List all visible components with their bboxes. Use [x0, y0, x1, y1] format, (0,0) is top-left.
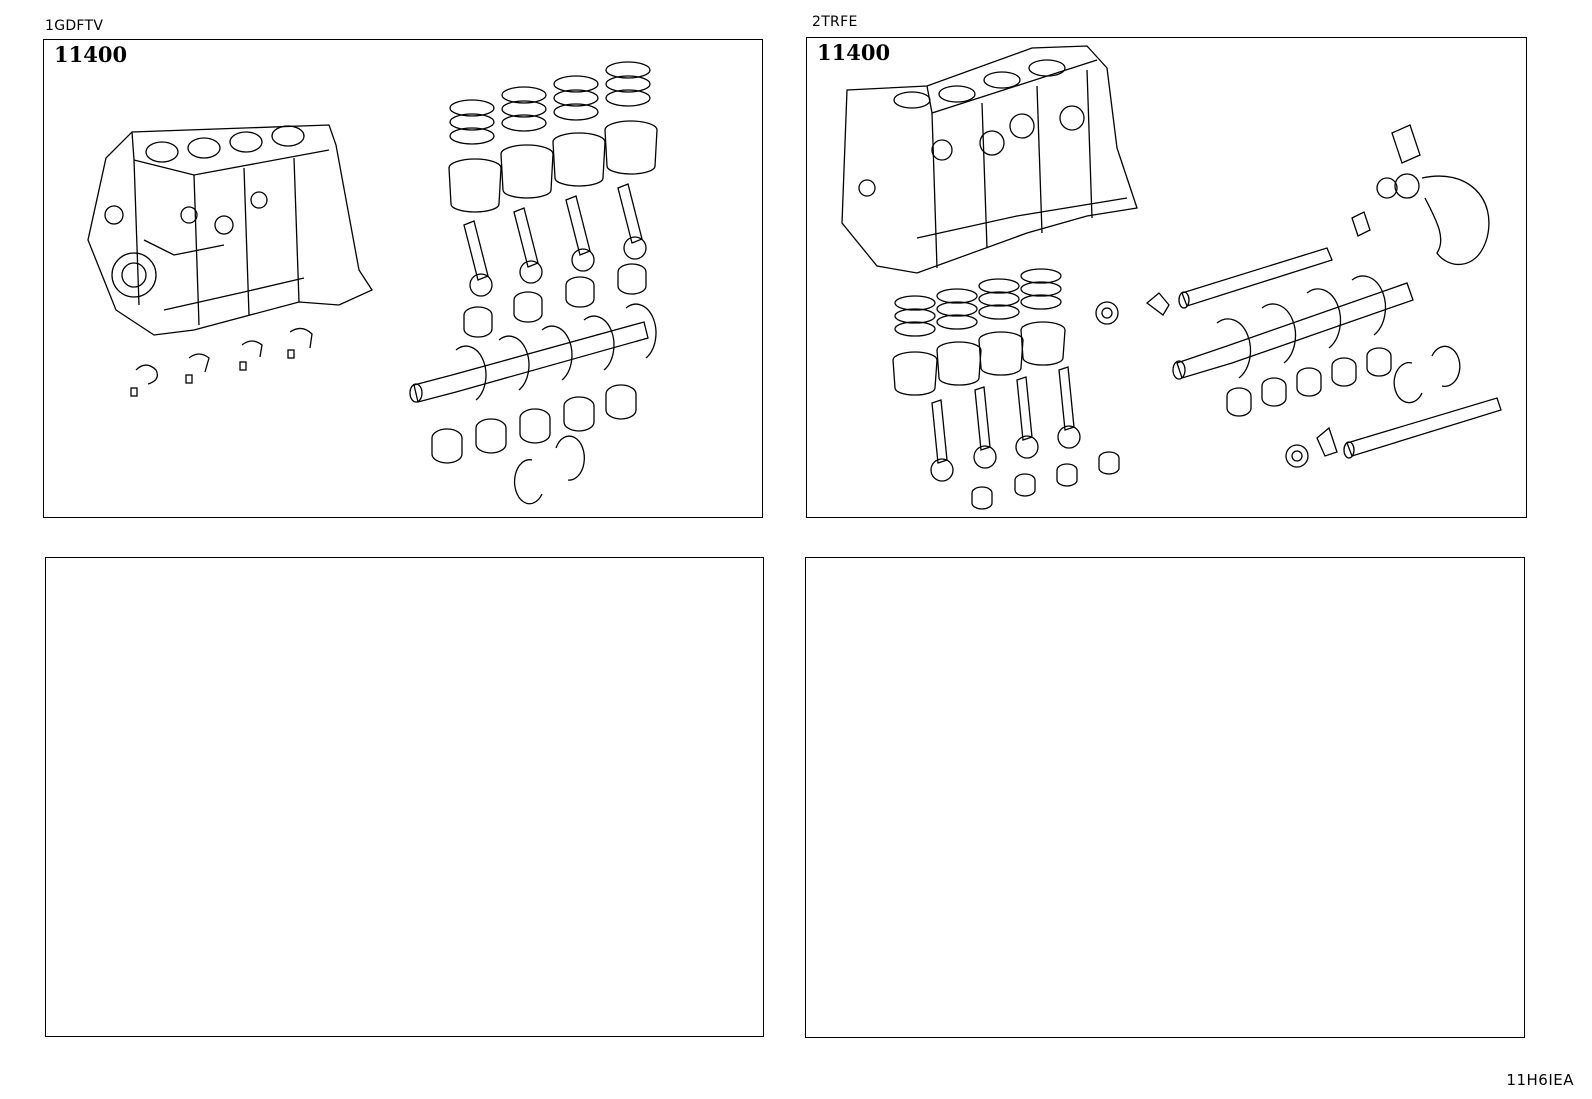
oil-jets-drawing	[130, 327, 313, 397]
connecting-rods-drawing	[930, 366, 1081, 482]
crankshaft-drawing	[409, 303, 657, 403]
engine-label-2trfe: 2TRFE	[812, 14, 858, 30]
page-code: 11H6IEA	[1506, 1071, 1574, 1089]
engine-label-1gdftv: 1GDFTV	[45, 18, 104, 34]
cylinder-block-drawing	[841, 45, 1138, 274]
thrust-washers-drawing	[513, 435, 585, 505]
pistons-drawing	[448, 120, 658, 213]
diagram-panel-1gdftv[interactable]: 11400	[43, 39, 763, 518]
main-bearings-drawing	[1226, 347, 1392, 417]
engine-parts-illustration-2trfe	[841, 45, 1502, 510]
timing-chain-drawing	[1351, 124, 1490, 265]
rod-bearings-drawing	[971, 451, 1120, 510]
main-bearings-drawing	[431, 384, 637, 464]
connecting-rods-drawing	[463, 183, 647, 297]
pistons-drawing	[892, 321, 1066, 396]
part-number[interactable]: 11400	[817, 40, 891, 65]
camshafts-drawing	[1095, 247, 1502, 468]
piston-rings-drawing	[449, 61, 651, 145]
engine-parts-illustration-1gdftv	[87, 61, 658, 505]
cylinder-block-drawing	[87, 124, 373, 336]
crankshaft-drawing	[1172, 275, 1414, 380]
part-number[interactable]: 11400	[54, 42, 128, 67]
piston-rings-drawing	[894, 268, 1062, 337]
empty-diagram-panel-4	[805, 557, 1525, 1038]
empty-diagram-panel-3	[45, 557, 764, 1037]
rod-bearings-drawing	[463, 263, 647, 338]
thrust-washers-drawing	[1393, 345, 1461, 404]
diagram-panel-2trfe[interactable]: 11400	[806, 37, 1527, 518]
